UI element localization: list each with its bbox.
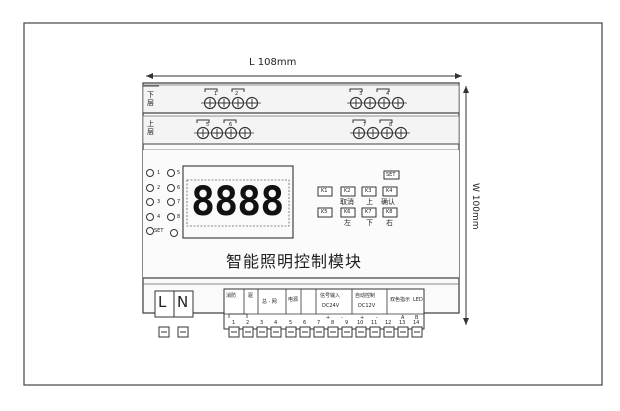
terminal-number-4: 4 bbox=[386, 91, 390, 97]
polarity-b: B bbox=[415, 315, 419, 321]
key-k7[interactable] bbox=[361, 207, 377, 218]
key-k4-label: K4 bbox=[386, 188, 393, 194]
group-label-dc24v: DC24V bbox=[322, 303, 340, 309]
key-k4[interactable] bbox=[382, 186, 398, 197]
polarity-minus-2: - bbox=[376, 315, 378, 321]
key-caption-cancel: 取消 bbox=[340, 198, 354, 206]
indicator-label-5: 5 bbox=[177, 170, 181, 176]
indicator-label-4: 4 bbox=[157, 214, 161, 220]
key-caption-left: 左 bbox=[344, 219, 351, 227]
indicator-label-set: SET bbox=[154, 228, 164, 234]
module-title: 智能照明控制模块 bbox=[226, 252, 363, 271]
terminal-number-6: 6 bbox=[229, 122, 233, 128]
terminal-no-3: 3 bbox=[260, 320, 264, 326]
set-key-label: SET bbox=[386, 172, 396, 178]
terminal-no-13: 13 bbox=[399, 320, 406, 326]
terminal-number-5: 5 bbox=[206, 122, 210, 128]
terminal-no-5: 5 bbox=[289, 320, 293, 326]
key-k8[interactable] bbox=[382, 207, 398, 218]
key-k6-label: K6 bbox=[344, 209, 351, 215]
terminal-no-10: 10 bbox=[357, 320, 364, 326]
group-label-led: LED bbox=[413, 297, 423, 303]
terminal-number-3: 3 bbox=[359, 91, 363, 97]
polarity-plus-1: + bbox=[326, 315, 331, 321]
key-k7-label: K7 bbox=[365, 209, 372, 215]
upper-terminals-left bbox=[194, 119, 254, 140]
key-caption-confirm: 确认 bbox=[381, 198, 395, 206]
indicator-label-1: 1 bbox=[157, 170, 161, 176]
key-k1[interactable] bbox=[317, 186, 333, 197]
upper-terminals-right bbox=[350, 119, 410, 140]
group-label-signal-input: 信号输入 bbox=[320, 293, 341, 299]
terminal-no-6: 6 bbox=[303, 320, 307, 326]
lower-terminal-rail bbox=[142, 84, 460, 114]
terminal-no-4: 4 bbox=[274, 320, 278, 326]
group-label-power: 电源 bbox=[288, 297, 299, 303]
key-caption-up: 上 bbox=[366, 198, 373, 206]
terminal-number-2: 2 bbox=[235, 91, 239, 97]
key-k8-label: K8 bbox=[386, 209, 393, 215]
key-k1-label: K1 bbox=[321, 188, 328, 194]
length-label: L 108mm bbox=[249, 57, 297, 68]
group-label-fire: 消防 bbox=[226, 293, 237, 299]
drawing-frame bbox=[23, 22, 603, 386]
terminal-number-8: 8 bbox=[389, 122, 393, 128]
terminal-no-9: 9 bbox=[345, 320, 349, 326]
width-label: W 100mm bbox=[470, 183, 480, 230]
terminal-no-7: 7 bbox=[317, 320, 321, 326]
indicator-label-2: 2 bbox=[157, 185, 161, 191]
key-k6[interactable] bbox=[340, 207, 356, 218]
indicator-label-7: 7 bbox=[177, 199, 181, 205]
key-k5[interactable] bbox=[317, 207, 333, 218]
group-label-drive: 驱 bbox=[248, 293, 254, 299]
terminal-no-11: 11 bbox=[371, 320, 378, 326]
key-k2-label: K2 bbox=[344, 188, 351, 194]
key-caption-down: 下 bbox=[366, 219, 373, 227]
terminal-number-1: 1 bbox=[214, 91, 218, 97]
terminal-no-14: 14 bbox=[413, 320, 420, 326]
display-window bbox=[186, 179, 290, 227]
terminal-number-7: 7 bbox=[363, 122, 367, 128]
seven-segment-display: 8888 bbox=[191, 179, 284, 225]
terminal-no-2: 2 bbox=[246, 320, 250, 326]
lower-terminals-left bbox=[201, 88, 261, 110]
group-label-auto-control: 自动控制 bbox=[355, 293, 376, 299]
key-caption-right: 右 bbox=[386, 219, 393, 227]
terminal-no-12: 12 bbox=[385, 320, 392, 326]
set-key[interactable] bbox=[383, 170, 400, 180]
key-k5-label: K5 bbox=[321, 209, 328, 215]
polarity-minus-1: - bbox=[341, 315, 343, 321]
group-label-dc12v: DC12V bbox=[358, 303, 376, 309]
lower-row-label: 下 层 bbox=[147, 91, 154, 107]
indicator-label-3: 3 bbox=[157, 199, 161, 205]
upper-row-label: 上 层 bbox=[147, 120, 154, 136]
key-k2[interactable] bbox=[340, 186, 356, 197]
power-label-l: L bbox=[158, 293, 167, 311]
group-label-bicolor: 双色指示 bbox=[390, 297, 411, 303]
indicator-label-8: 8 bbox=[177, 214, 181, 220]
key-k3-label: K3 bbox=[365, 188, 372, 194]
upper-terminal-rail bbox=[142, 115, 460, 145]
lower-terminals-right bbox=[347, 88, 407, 110]
group-label-bus: 总 · 网 bbox=[262, 299, 277, 305]
indicator-label-6: 6 bbox=[177, 185, 181, 191]
indicator-leds bbox=[146, 169, 178, 237]
polarity-plus-2: + bbox=[360, 315, 365, 321]
terminal-no-8: 8 bbox=[331, 320, 335, 326]
power-label-n: N bbox=[177, 293, 189, 311]
bottom-screw-terminals bbox=[158, 326, 423, 338]
polarity-a: A bbox=[401, 315, 405, 321]
key-k3[interactable] bbox=[361, 186, 377, 197]
terminal-no-1: 1 bbox=[232, 320, 236, 326]
